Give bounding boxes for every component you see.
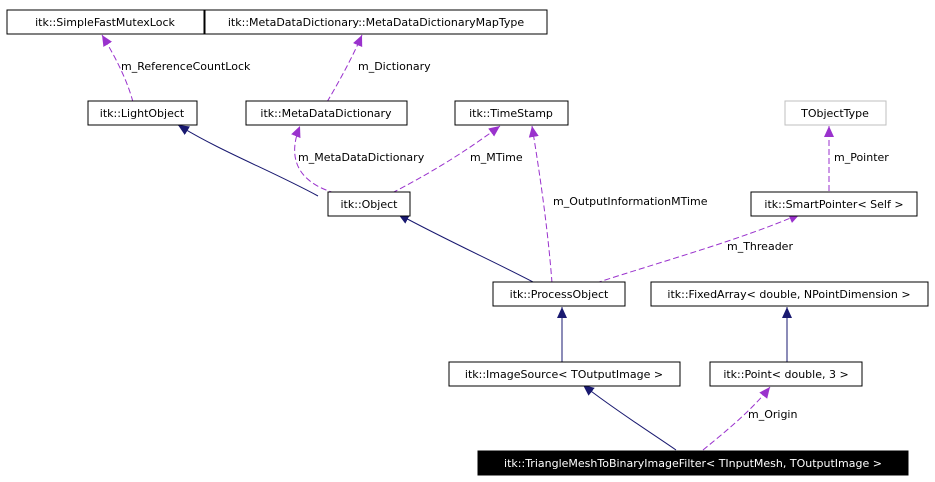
node-label: itk::SmartPointer< Self > (764, 198, 903, 211)
node-label: itk::Point< double, 3 > (723, 368, 848, 381)
node-label: itk::TimeStamp (469, 107, 553, 120)
label-outputinfomtime: m_OutputInformationMTime (553, 195, 708, 208)
edge-origin (702, 386, 771, 451)
node-metadatadictionary[interactable]: itk::MetaDataDictionary (245, 100, 408, 126)
edge-labels: m_ReferenceCountLock m_Dictionary m_Meta… (121, 60, 889, 421)
node-imagesource[interactable]: itk::ImageSource< TOutputImage > (448, 361, 681, 387)
edge-metadatadictionary (291, 125, 336, 194)
node-label: itk::ImageSource< TOutputImage > (465, 368, 663, 381)
edge-filter-to-imagesource (582, 384, 677, 451)
label-dictionary: m_Dictionary (358, 60, 431, 73)
node-metadatadictionarymaptype[interactable]: itk::MetaDataDictionary::MetaDataDiction… (204, 9, 548, 35)
edge-dictionary (326, 34, 363, 103)
node-label: itk::TriangleMeshToBinaryImageFilter< TI… (504, 457, 882, 470)
inheritance-edges (177, 124, 792, 451)
node-tobjecttype[interactable]: TObjectType (784, 100, 887, 126)
edge-outputinfomtime (528, 125, 553, 284)
node-label: itk::MetaDataDictionary::MetaDataDiction… (228, 16, 524, 29)
node-label: itk::FixedArray< double, NPointDimension… (667, 288, 910, 301)
node-processobject[interactable]: itk::ProcessObject (492, 281, 626, 307)
edge-refcountlock (101, 34, 134, 103)
edge-processobject-to-object (397, 213, 536, 284)
label-pointer: m_Pointer (834, 151, 889, 164)
node-timestamp[interactable]: itk::TimeStamp (454, 100, 569, 126)
node-label: itk::MetaDataDictionary (260, 107, 392, 120)
node-label: TObjectType (800, 107, 869, 120)
node-trianglemeshtobinaryimagefilter[interactable]: itk::TriangleMeshToBinaryImageFilter< TI… (477, 450, 909, 476)
label-metadatadictionary: m_MetaDataDictionary (298, 151, 425, 164)
node-object[interactable]: itk::Object (327, 191, 411, 217)
node-fixedarray[interactable]: itk::FixedArray< double, NPointDimension… (650, 281, 929, 307)
label-origin: m_Origin (748, 408, 797, 421)
node-lightobject[interactable]: itk::LightObject (87, 100, 198, 126)
node-label: itk::ProcessObject (510, 288, 609, 301)
node-label: itk::Object (341, 198, 399, 211)
node-smartpointer[interactable]: itk::SmartPointer< Self > (750, 191, 918, 217)
class-nodes: itk::SimpleFastMutexLock itk::MetaDataDi… (6, 9, 929, 476)
node-point[interactable]: itk::Point< double, 3 > (709, 361, 863, 387)
label-mtime: m_MTime (470, 151, 523, 164)
label-refcountlock: m_ReferenceCountLock (121, 60, 251, 73)
node-simplefastmutexlock[interactable]: itk::SimpleFastMutexLock (6, 9, 205, 35)
edge-threader (595, 213, 801, 284)
node-label: itk::LightObject (100, 107, 185, 120)
label-threader: m_Threader (727, 240, 793, 253)
node-label: itk::SimpleFastMutexLock (35, 16, 175, 29)
edge-object-to-lightobject (177, 124, 319, 197)
usage-edges (101, 34, 834, 451)
